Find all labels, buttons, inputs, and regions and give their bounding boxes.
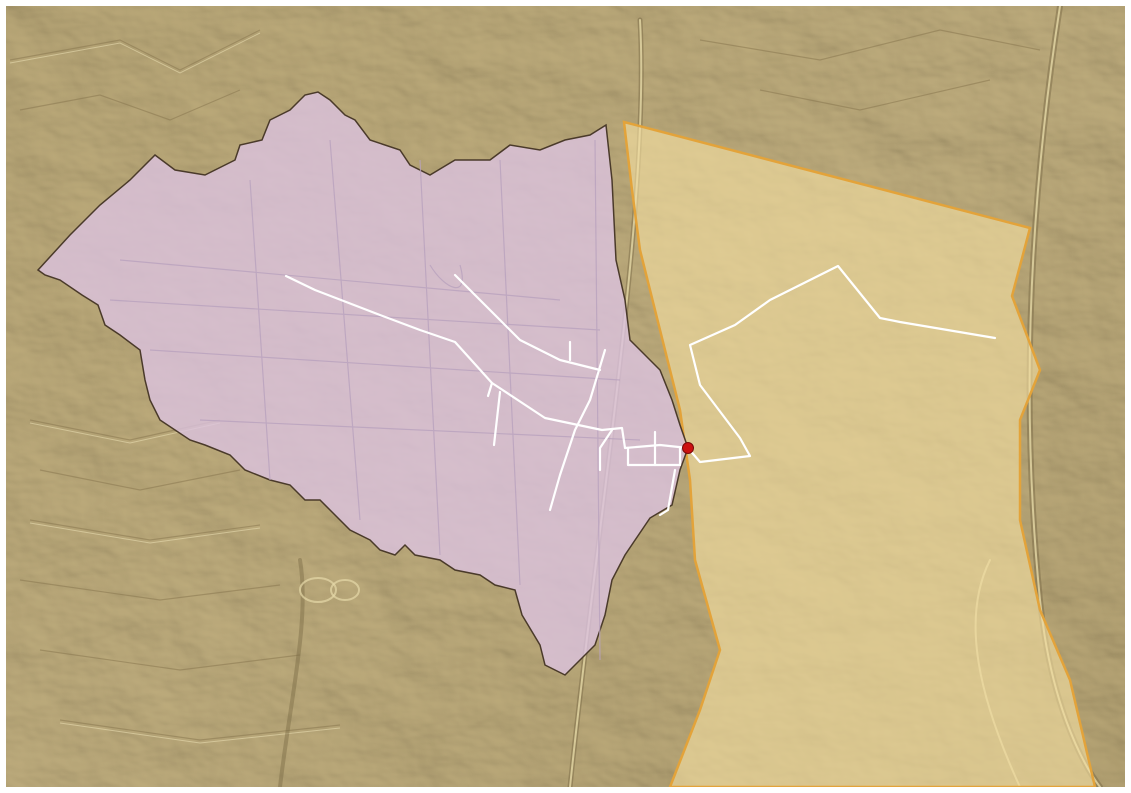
map-view[interactable] <box>6 6 1125 787</box>
drainage-network <box>284 264 997 517</box>
outlet-point[interactable] <box>682 442 694 454</box>
map-canvas[interactable] <box>6 6 1125 787</box>
catchment-street-texture <box>109 139 641 661</box>
catchment-polygon[interactable] <box>36 91 689 676</box>
adjacent-zone-polygon[interactable] <box>622 120 1097 787</box>
